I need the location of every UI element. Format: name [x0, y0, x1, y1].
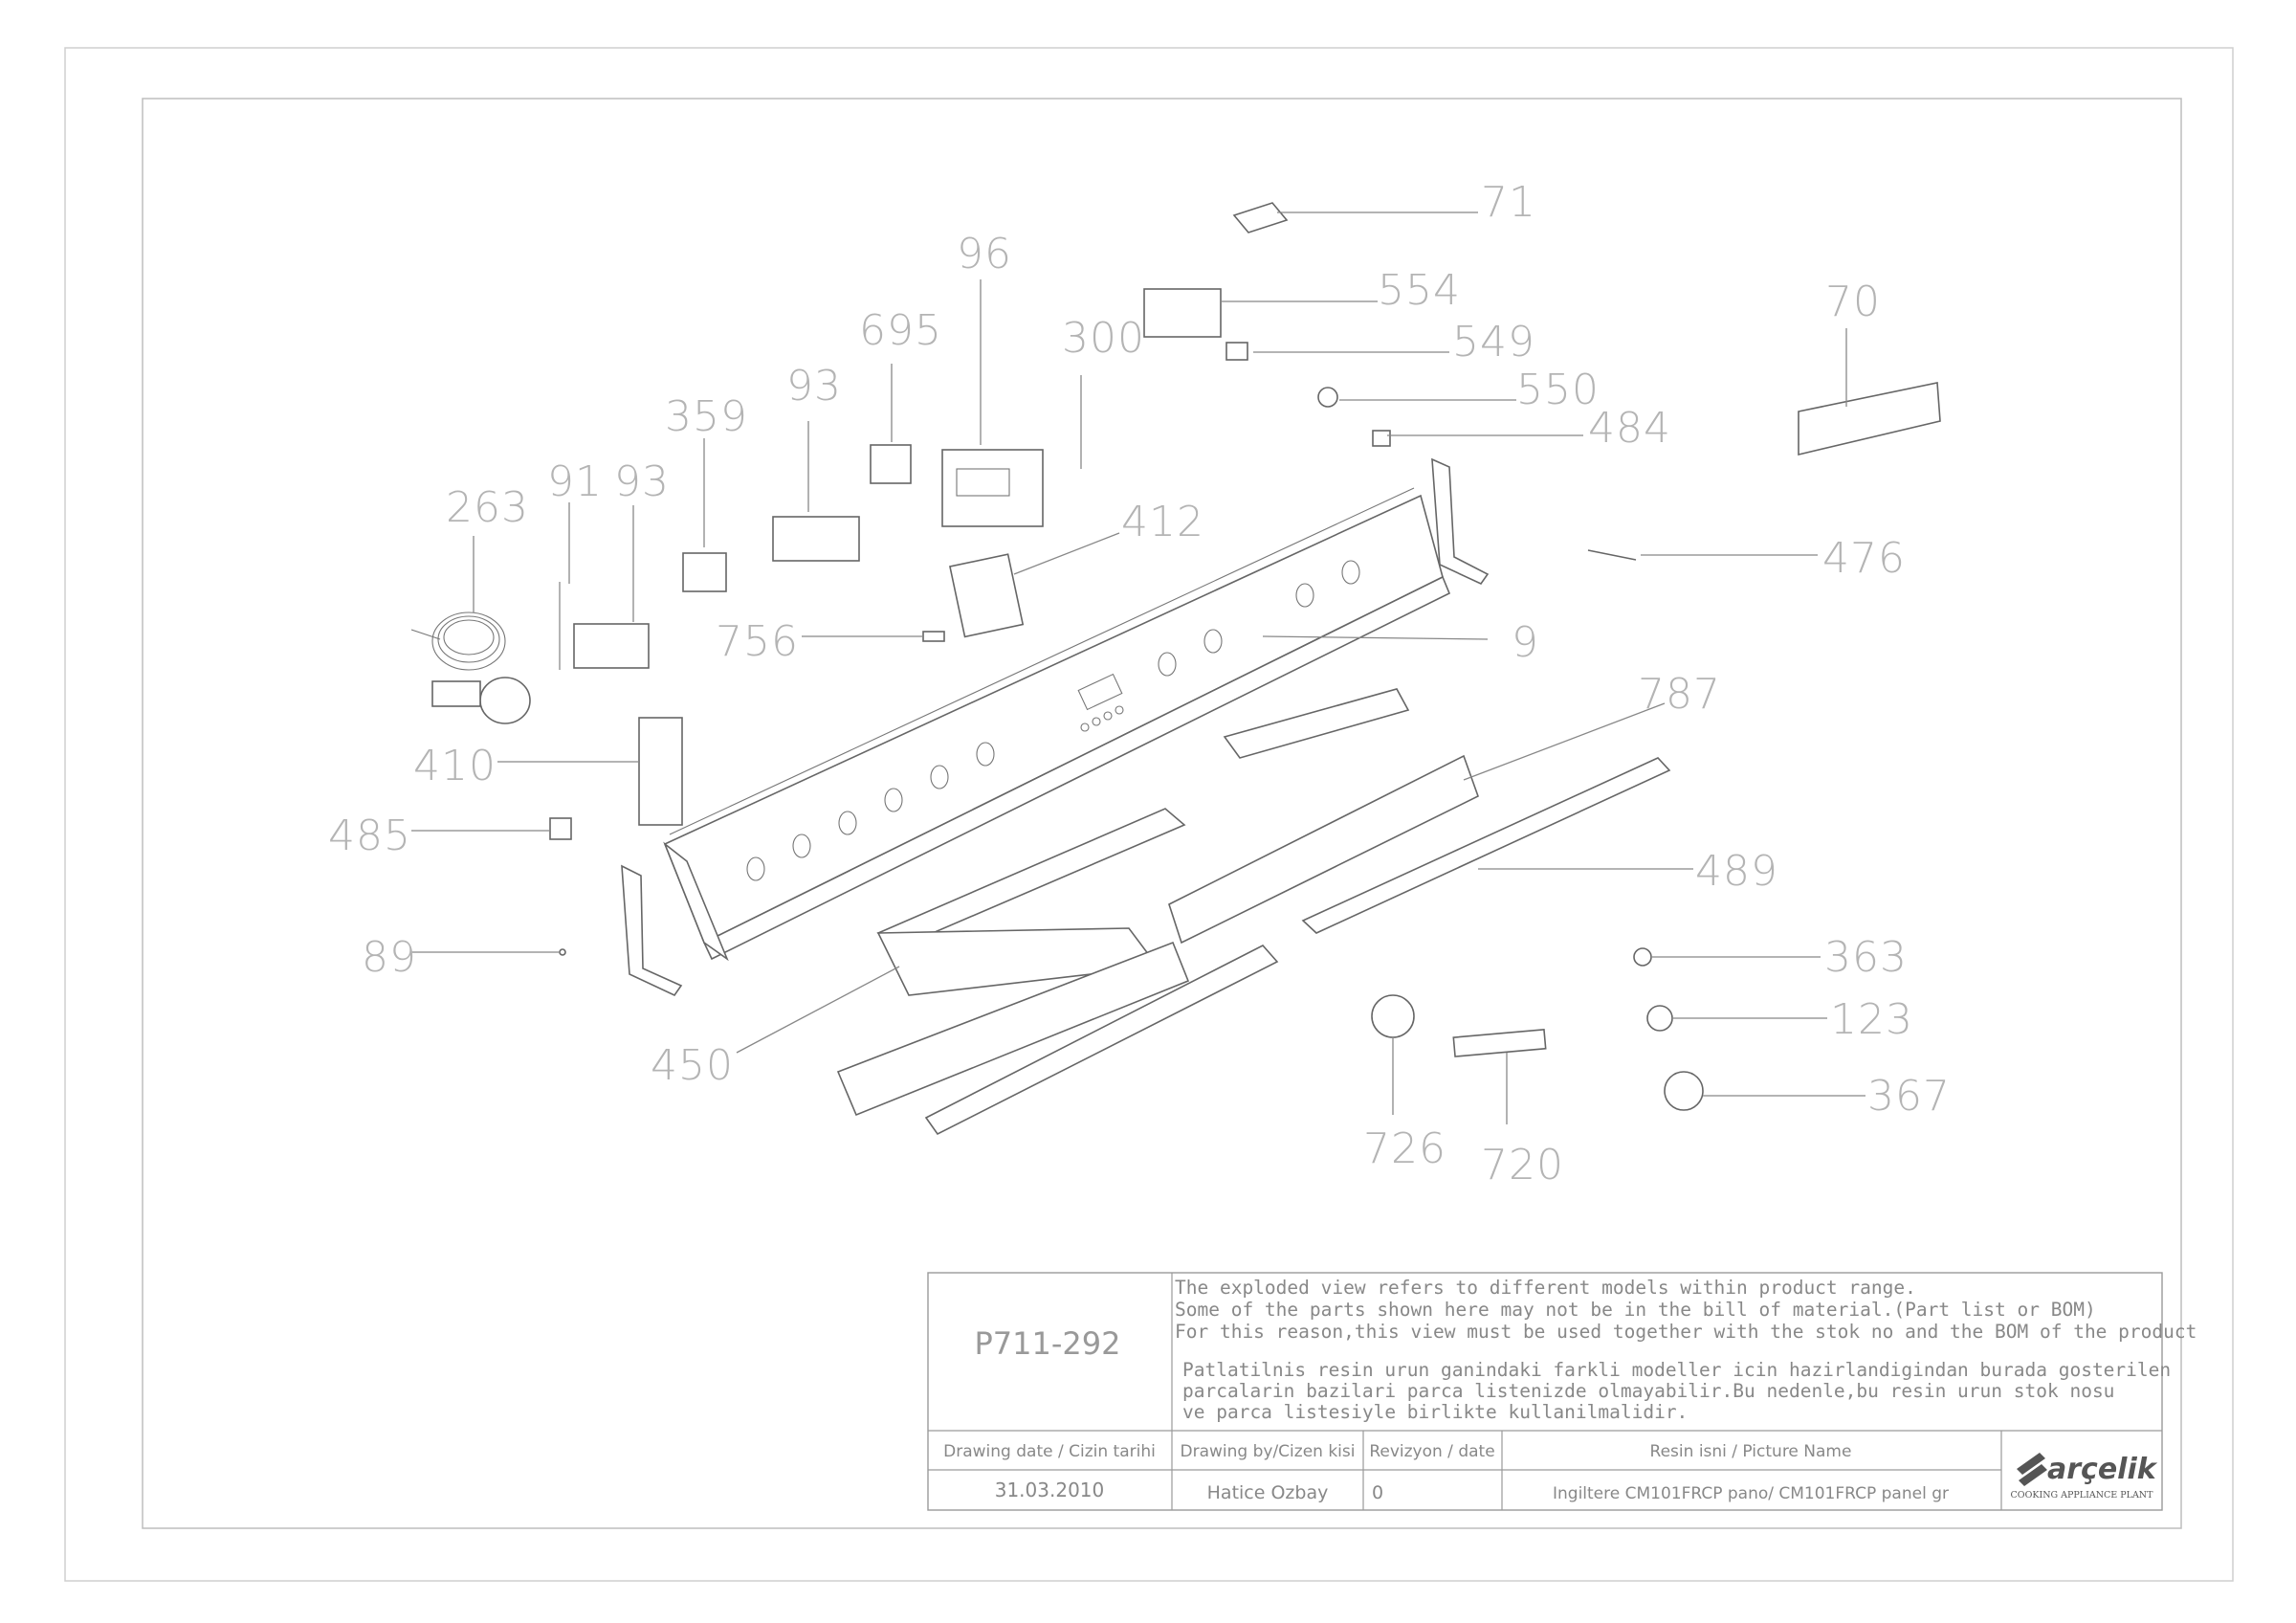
label-726: 726 — [1363, 1124, 1446, 1173]
part-labels: 71 96 554 70 695 300 549 550 93 484 359 … — [328, 178, 1951, 1189]
switch-695 — [870, 444, 912, 484]
name-value: Ingiltere CM101FRCP pano/ CM101FRCP pane… — [1553, 1484, 1949, 1503]
label-363: 363 — [1824, 933, 1908, 982]
profile-489-right — [1301, 757, 1671, 934]
switch-93-upper — [772, 516, 860, 562]
pin-476 — [1587, 549, 1637, 561]
label-756: 756 — [716, 617, 799, 666]
label-123: 123 — [1830, 995, 1913, 1044]
label-554: 554 — [1378, 266, 1461, 315]
clip-756 — [922, 631, 945, 642]
outer-border — [64, 47, 2234, 1582]
thermostat-263 — [410, 611, 531, 724]
note-tr-3: ve parca listesiyle birlikte kullanilmal… — [1182, 1401, 1688, 1423]
label-89: 89 — [362, 933, 417, 982]
note-tr-2: parcalarin bazilari parca listenizde olm… — [1182, 1380, 2114, 1402]
plate-71 — [1232, 202, 1289, 233]
bracket-412 — [949, 553, 1025, 638]
trim-787-long — [1223, 688, 1410, 759]
switch-91-93 — [559, 582, 650, 670]
note-tr-1: Patlatilnis resin urun ganindaki farkli … — [1182, 1359, 2171, 1381]
knob-367 — [1664, 1071, 1704, 1111]
note-en-1: The exploded view refers to different mo… — [1175, 1277, 1916, 1299]
ring-123 — [1646, 1005, 1673, 1032]
label-720: 720 — [1481, 1141, 1564, 1189]
label-93-upper: 93 — [786, 362, 842, 411]
label-91: 91 — [547, 457, 603, 506]
label-9: 9 — [1512, 618, 1539, 667]
label-450: 450 — [651, 1041, 734, 1090]
by-value: Hatice Ozbay — [1207, 1482, 1329, 1503]
trim-787 — [1168, 754, 1479, 945]
component-70 — [1798, 382, 1941, 456]
date-value: 31.03.2010 — [995, 1478, 1105, 1501]
label-476: 476 — [1822, 534, 1906, 583]
profile-489-left — [924, 945, 1279, 1136]
knob-726 — [1371, 994, 1415, 1038]
label-412: 412 — [1121, 498, 1204, 546]
nut-550 — [1317, 387, 1338, 408]
label-695: 695 — [859, 306, 942, 355]
drawing-code: P711-292 — [975, 1325, 1121, 1362]
label-263: 263 — [446, 483, 529, 532]
plate-410 — [638, 717, 683, 826]
plug-549 — [1225, 342, 1248, 361]
rev-value: 0 — [1372, 1482, 1383, 1503]
title-block: P711-292 The exploded view refers to dif… — [927, 1272, 2197, 1511]
bracket-485 — [549, 817, 572, 840]
trim-lower-long — [836, 941, 1190, 1117]
timer-96 — [941, 449, 1044, 527]
end-bracket-right — [1431, 457, 1490, 586]
label-367: 367 — [1867, 1072, 1951, 1121]
label-410: 410 — [413, 742, 497, 790]
label-71: 71 — [1481, 178, 1536, 227]
switch-359 — [682, 552, 727, 592]
brand-name: arçelik — [2047, 1453, 2158, 1486]
note-en-2: Some of the parts shown here may not be … — [1175, 1299, 2096, 1321]
label-96: 96 — [957, 230, 1012, 278]
label-550: 550 — [1516, 366, 1600, 414]
leader-lines — [411, 211, 1866, 1124]
label-485: 485 — [328, 812, 411, 860]
label-300: 300 — [1062, 314, 1145, 363]
by-header: Drawing by/Cizen kisi — [1181, 1442, 1356, 1461]
label-549: 549 — [1452, 318, 1535, 367]
spring-363 — [1633, 947, 1652, 967]
rev-header: Revizyon / date — [1369, 1442, 1494, 1461]
note-en-3: For this reason,this view must be used t… — [1175, 1321, 2197, 1343]
label-787: 787 — [1638, 670, 1721, 719]
brand-subtitle: COOKING APPLIANCE PLANT — [2011, 1490, 2154, 1501]
bracket-484 — [1372, 430, 1391, 447]
label-70: 70 — [1825, 278, 1881, 326]
label-93-lower: 93 — [614, 457, 670, 506]
label-484: 484 — [1588, 404, 1671, 453]
label-489: 489 — [1695, 847, 1778, 896]
inner-border — [142, 98, 2182, 1529]
end-bracket-left — [621, 864, 683, 997]
label-359: 359 — [665, 392, 748, 441]
control-panel-9 — [663, 487, 1451, 962]
date-header: Drawing date / Cizin tarihi — [943, 1442, 1156, 1461]
arcelik-logo-mark — [2017, 1453, 2047, 1486]
connector-554 — [1143, 288, 1222, 338]
name-header: Resin isni / Picture Name — [1650, 1442, 1852, 1461]
badge-720 — [1452, 1028, 1547, 1057]
